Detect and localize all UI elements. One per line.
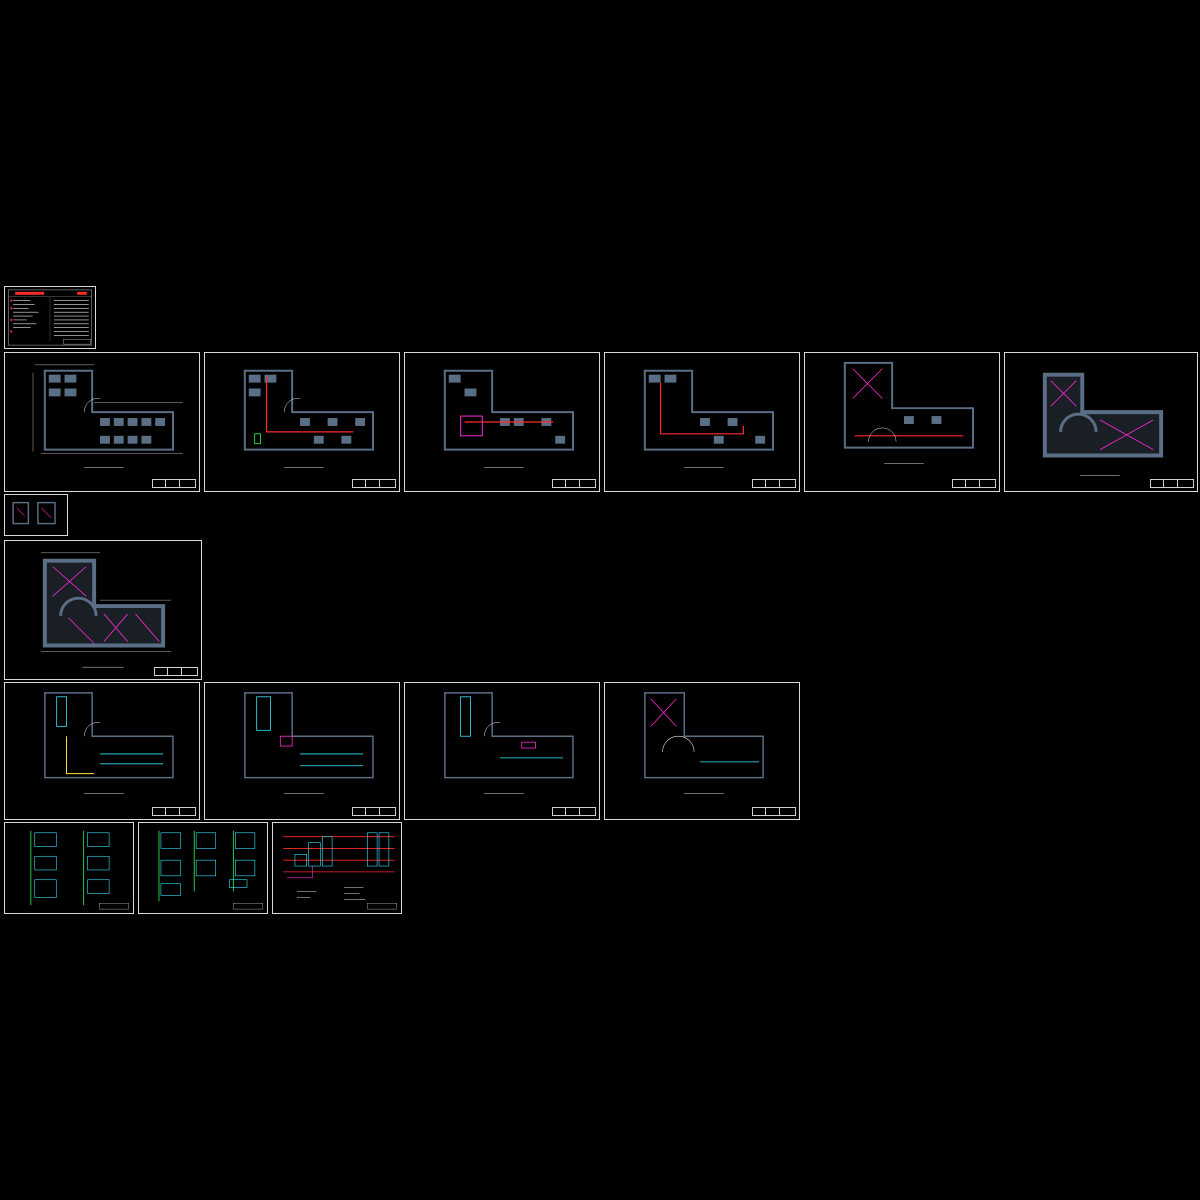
title-block [152, 479, 196, 488]
floor-plan-2-drawing [243, 369, 374, 468]
lighting-plan-1-drawing [44, 692, 174, 794]
riser-1-drawing [30, 830, 129, 910]
floor-plan-sheet-5[interactable] [804, 352, 1000, 492]
lighting-plan-2-drawing [244, 692, 374, 794]
cover-sheet-drawing [8, 289, 92, 346]
title-block [352, 807, 396, 816]
system-diagram-drawing [283, 832, 397, 910]
floor-plan-sheet-3[interactable] [404, 352, 600, 492]
title-block [752, 479, 796, 488]
title-block [154, 667, 198, 676]
floor-plan-4-drawing [643, 369, 774, 468]
riser-2-drawing [158, 830, 263, 910]
lighting-plan-sheet-3[interactable] [404, 682, 600, 820]
floor-plan-3-drawing [443, 369, 574, 468]
lighting-plan-4-drawing [644, 692, 764, 794]
floor-plan-sheet-6[interactable] [1004, 352, 1198, 492]
roof-plan-sheet[interactable] [4, 540, 202, 680]
lighting-plan-sheet-4[interactable] [604, 682, 800, 820]
lighting-plan-sheet-1[interactable] [4, 682, 200, 820]
detail-sheet[interactable] [4, 494, 68, 536]
title-block [1150, 479, 1194, 488]
floor-plan-6-drawing [1042, 372, 1164, 476]
title-block [152, 807, 196, 816]
floor-plan-sheet-2[interactable] [204, 352, 400, 492]
title-block [552, 807, 596, 816]
floor-plan-5-drawing [843, 361, 974, 464]
floor-plan-sheet-4[interactable] [604, 352, 800, 492]
lighting-plan-3-drawing [444, 692, 574, 794]
riser-sheet-1[interactable] [4, 822, 134, 914]
roof-plan-drawing [40, 552, 172, 668]
title-block [752, 807, 796, 816]
detail-drawing [12, 501, 56, 525]
title-block [352, 479, 396, 488]
system-diagram-sheet[interactable] [272, 822, 402, 914]
cover-sheet[interactable] [4, 286, 96, 349]
title-block [552, 479, 596, 488]
riser-sheet-2[interactable] [138, 822, 268, 914]
title-block [952, 479, 996, 488]
floor-plan-1-drawing [32, 364, 183, 468]
lighting-plan-sheet-2[interactable] [204, 682, 400, 820]
floor-plan-sheet-1[interactable] [4, 352, 200, 492]
